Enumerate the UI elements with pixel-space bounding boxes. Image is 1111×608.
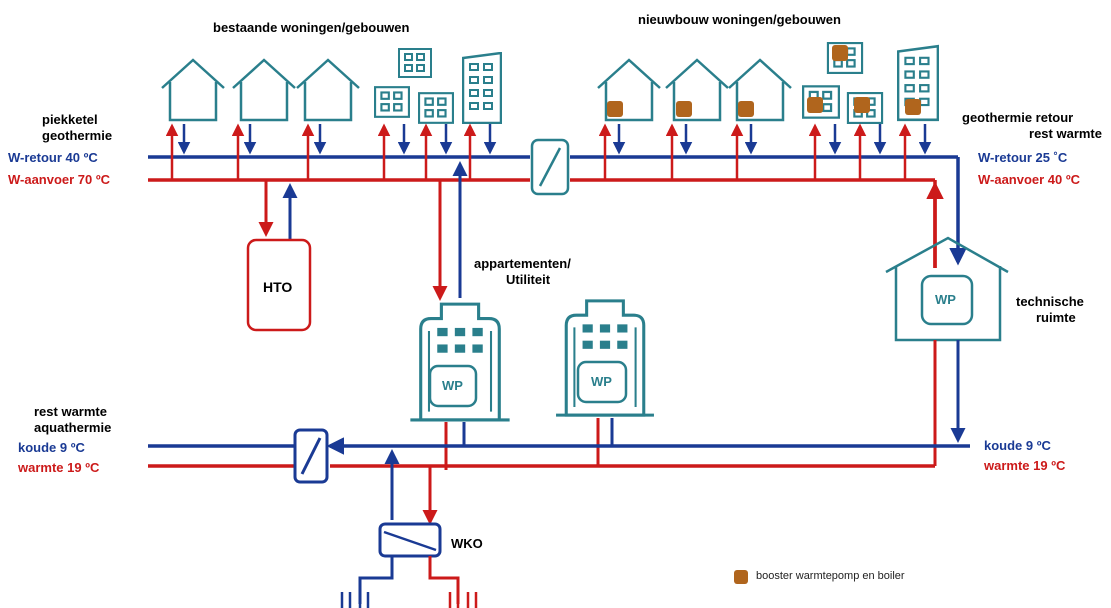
building-connections: [165, 123, 932, 180]
label-aquathermie: aquathermie: [34, 420, 112, 435]
label-wko: WKO: [451, 536, 483, 551]
apartments-building: [408, 161, 512, 470]
label-rest-heat: rest warmte: [34, 404, 107, 419]
existing-buildings: [374, 48, 502, 124]
label-left-cold: koude 9 ºC: [18, 440, 85, 455]
existing-houses: [160, 58, 361, 122]
legend-booster-swatch: [734, 570, 748, 584]
aquathermie-exchanger: [293, 428, 329, 484]
wko-exchanger: [340, 449, 478, 608]
hto-storage: [246, 180, 312, 332]
label-wp-apartments: WP: [442, 378, 463, 393]
label-left-warm: warmte 19 ºC: [18, 460, 100, 475]
label-geothermal-return: geothermie retour: [962, 110, 1074, 125]
label-right-return: W-retour 25 ˚C: [978, 150, 1068, 165]
lower-loop-pipes: [148, 437, 970, 468]
label-wp-technical: WP: [935, 292, 956, 307]
label-existing-buildings: bestaande woningen/gebouwen: [213, 20, 410, 35]
label-geothermal: geothermie: [42, 128, 113, 143]
label-hto: HTO: [263, 279, 293, 295]
booster-markers: [607, 45, 921, 117]
utility-building: [554, 299, 656, 466]
label-technical-room: technische: [1016, 294, 1084, 309]
label-left-supply: W-aanvoer 70 ºC: [8, 172, 111, 187]
label-new-buildings: nieuwbouw woningen/gebouwen: [638, 12, 841, 27]
label-right-cold: koude 9 ºC: [984, 438, 1051, 453]
label-right-warm: warmte 19 ºC: [984, 458, 1066, 473]
legend-booster-label: booster warmtepomp en boiler: [756, 570, 905, 582]
label-rest-heat-top: rest warmte: [1029, 126, 1102, 141]
label-utility: Utiliteit: [506, 272, 551, 287]
technical-room: [885, 236, 1009, 466]
new-houses: [596, 58, 793, 122]
label-left-return: W-retour 40 ºC: [8, 150, 98, 165]
main-heat-exchanger: [530, 138, 570, 196]
label-right-supply: W-aanvoer 40 ºC: [978, 172, 1081, 187]
label-wp-utility: WP: [591, 374, 612, 389]
label-peak-boiler: piekketel: [42, 112, 98, 127]
label-apartments: appartementen/: [474, 256, 571, 271]
label-technical-room-2: ruimte: [1036, 310, 1076, 325]
